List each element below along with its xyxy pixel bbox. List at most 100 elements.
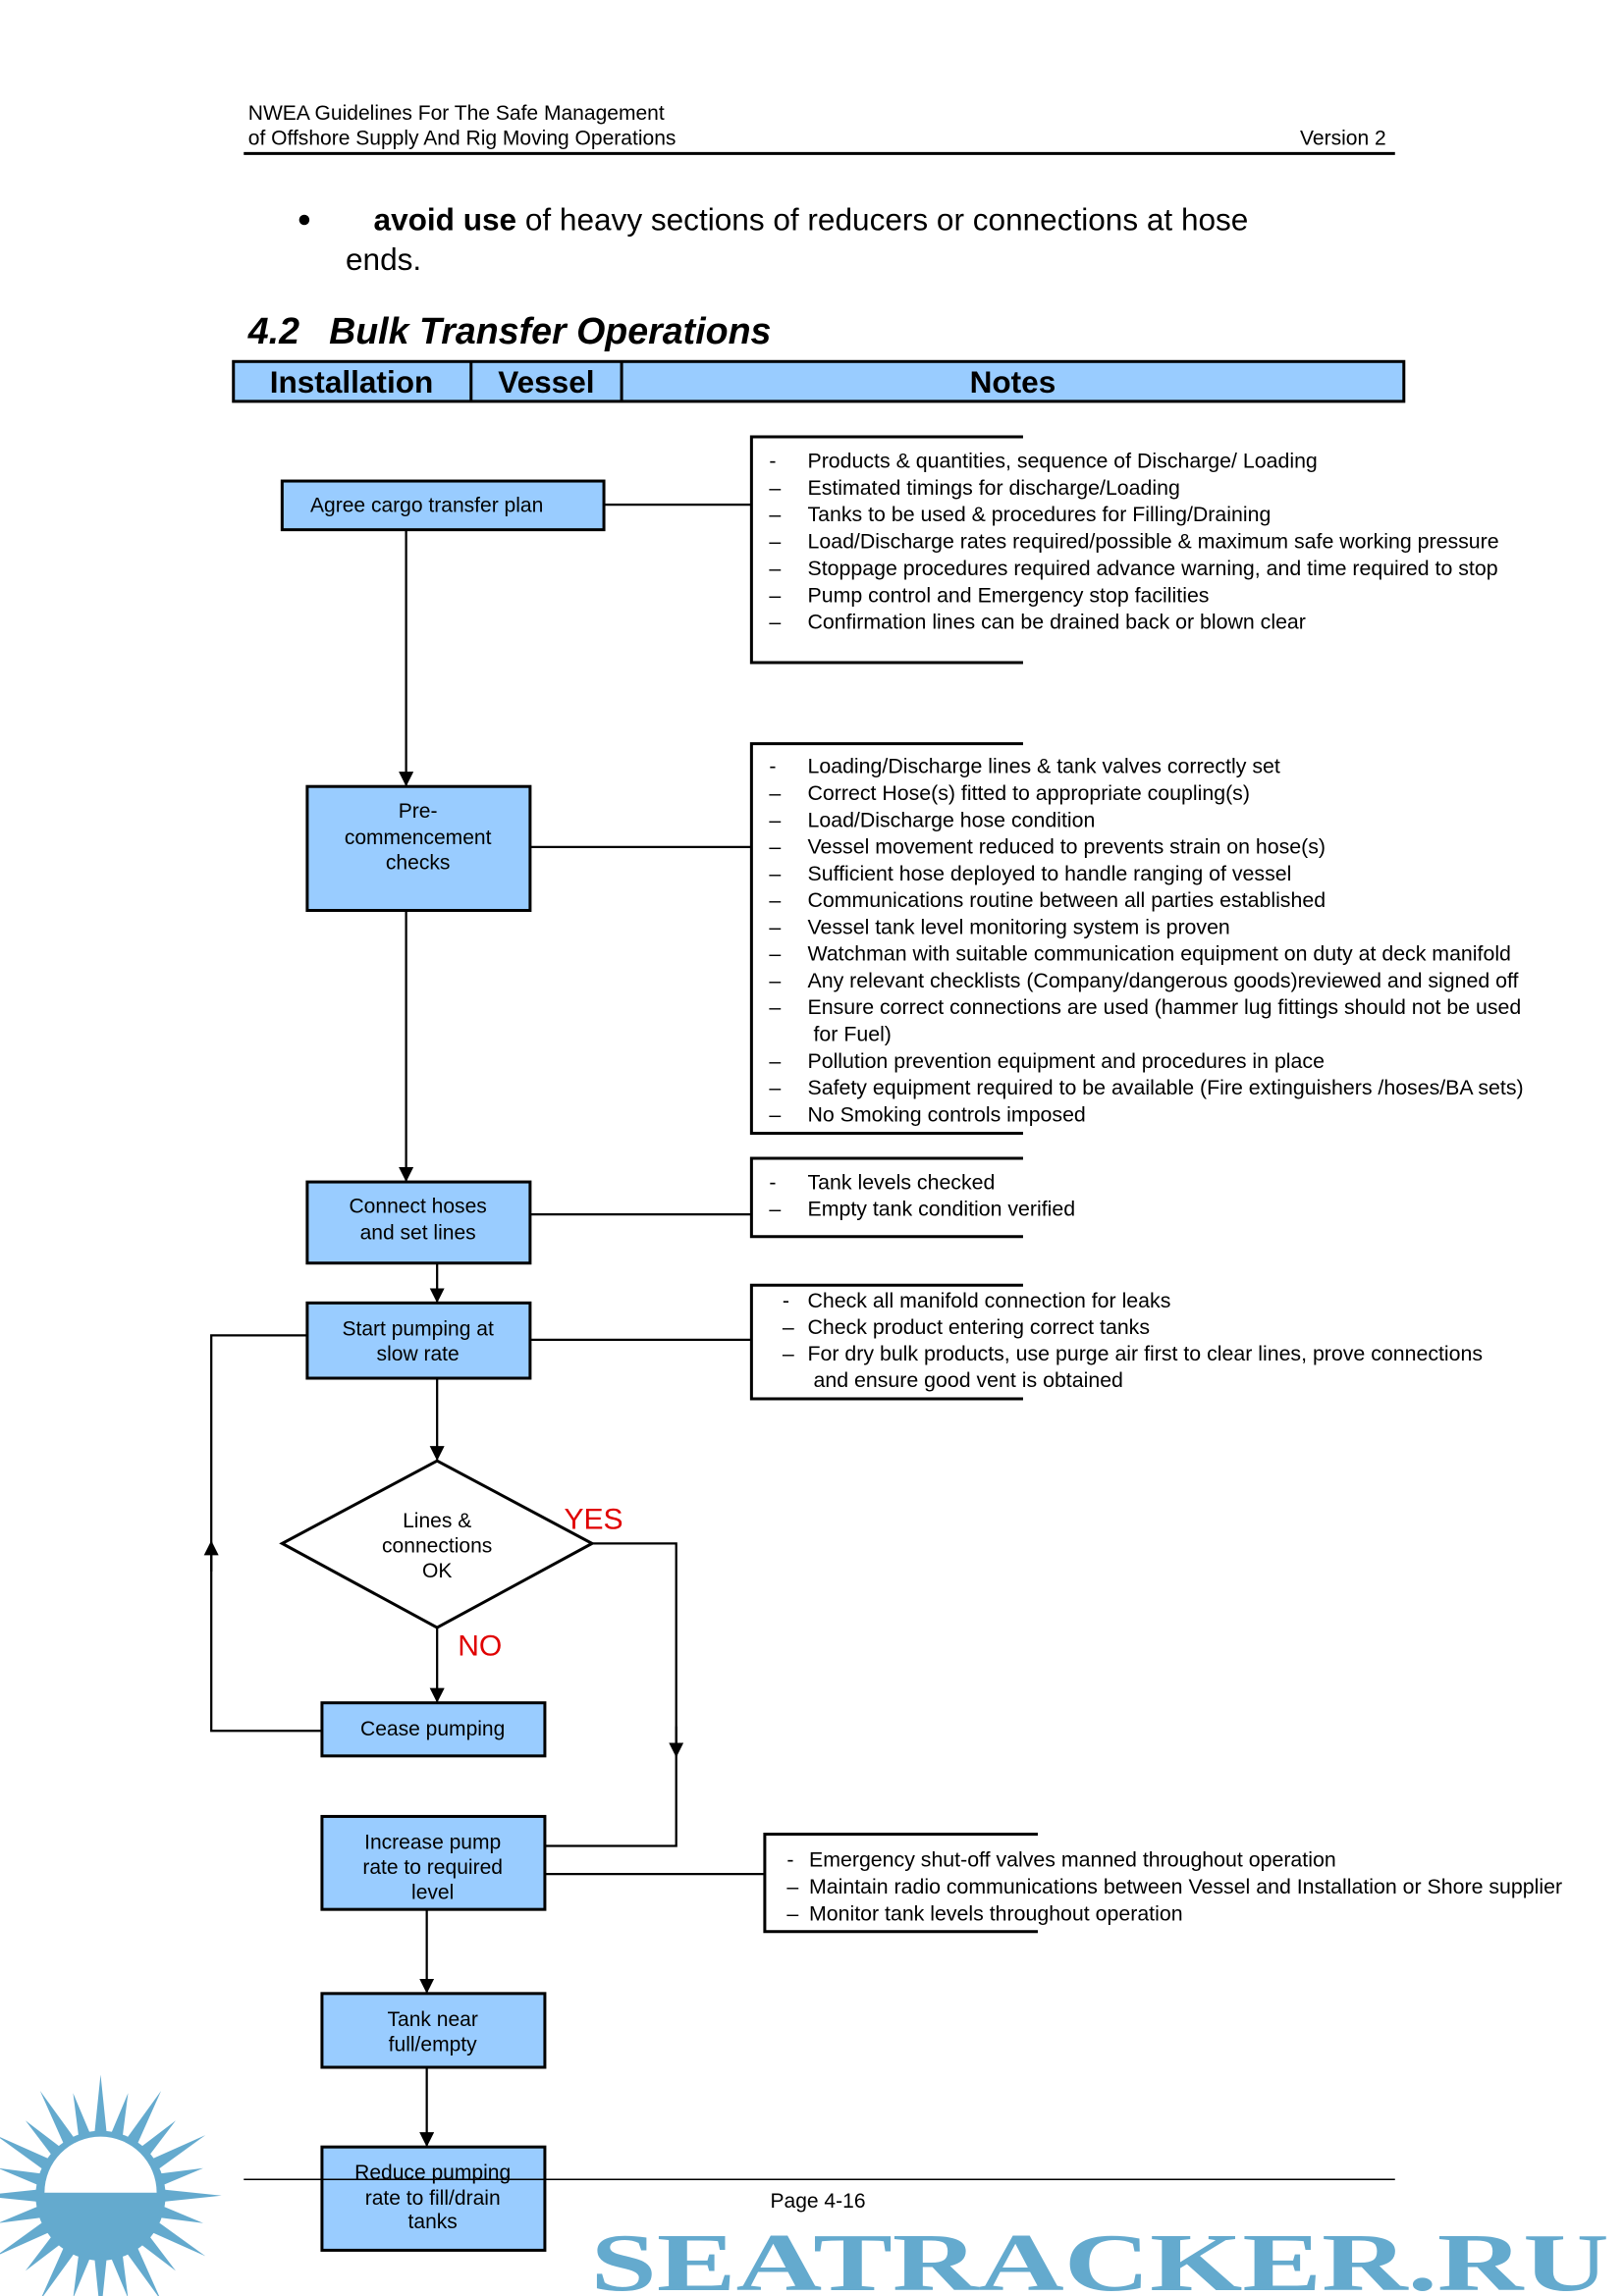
svg-text:and set lines: and set lines: [360, 1222, 476, 1245]
note-dash: –: [786, 1902, 798, 1926]
sun-ray: [147, 2135, 206, 2172]
svg-text:Increase pump: Increase pump: [364, 1832, 501, 1854]
step-increase-pump-rate: Increase pump rate to required level: [320, 1814, 547, 1911]
svg-text:Pre-: Pre-: [399, 800, 438, 823]
step-reduce-pumping: Reduce pumping rate to fill/drain tanks: [320, 2145, 547, 2252]
note-dash: –: [769, 995, 781, 1019]
note-dash: –: [769, 530, 781, 554]
bullet-text-cont: ends.: [346, 241, 421, 277]
note-item: Check product entering correct tanks: [807, 1315, 1150, 1339]
page-number: Page 4-16: [770, 2190, 865, 2213]
note-item: No Smoking controls imposed: [807, 1102, 1085, 1126]
step-cease-pumping: Cease pumping: [320, 1701, 547, 1758]
sun-ray: [0, 2137, 53, 2172]
svg-text:checks: checks: [386, 851, 450, 874]
note-item: Check all manifold connection for leaks: [807, 1289, 1170, 1312]
note-item: Load/Discharge hose condition: [807, 808, 1095, 831]
note-dash: –: [769, 969, 781, 992]
decision-lines-connections-ok: Lines & connections OK: [279, 1459, 596, 1629]
svg-text:Tank near: Tank near: [387, 2008, 477, 2031]
sun-logo-icon: [0, 2074, 222, 2296]
note-item: Sufficient hose deployed to handle rangi…: [807, 862, 1291, 885]
watermark: SEATRACKER.RU: [0, 2074, 1609, 2296]
note-item: Safety equipment required to be availabl…: [807, 1076, 1523, 1099]
note-dash: –: [769, 1076, 781, 1099]
note-item: Load/Discharge rates required/possible &…: [807, 530, 1498, 554]
step-tank-near-full-empty: Tank near full/empty: [320, 1992, 547, 2069]
note-dash: –: [769, 862, 781, 885]
note-dash: -: [783, 1289, 789, 1312]
sun-ray: [93, 2074, 108, 2138]
note-dash: –: [769, 1198, 781, 1221]
note-item: Empty tank condition verified: [807, 1198, 1075, 1221]
note-item: Stoppage procedures required advance war…: [807, 557, 1497, 580]
svg-text:rate to required: rate to required: [362, 1856, 503, 1879]
svg-text:level: level: [411, 1882, 454, 1904]
sun-ray: [137, 2120, 176, 2160]
sun-ray: [25, 2120, 64, 2160]
step-start-pumping: Start pumping at slow rate: [305, 1301, 532, 1380]
note-item: Estimated timings for discharge/Loading: [807, 476, 1179, 500]
sun-ray: [155, 2167, 203, 2187]
svg-text:OK: OK: [422, 1560, 452, 1582]
svg-text:tanks: tanks: [408, 2211, 458, 2233]
sun-ray: [147, 2218, 206, 2257]
note-dash: –: [769, 476, 781, 500]
no-label: NO: [458, 1630, 502, 1663]
watermark-text: SEATRACKER.RU: [591, 2217, 1609, 2296]
svg-text:Connect hoses: Connect hoses: [349, 1196, 486, 1218]
flow-connectors: [203, 503, 765, 2148]
notes-increase-rate: -Emergency shut-off valves manned throug…: [763, 1832, 1562, 1934]
yes-label: YES: [564, 1503, 623, 1535]
note-dash: –: [769, 915, 781, 938]
note-dash: –: [783, 1342, 794, 1365]
note-item: Tank levels checked: [807, 1171, 995, 1195]
sun-ray: [124, 2243, 160, 2296]
note-dash: -: [769, 755, 776, 778]
note-item: Monitor tank levels throughout operation: [809, 1902, 1183, 1926]
sun-ray: [39, 2091, 78, 2149]
sun-ray: [41, 2243, 78, 2296]
notes-cargo-plan: - Products & quantities, sequence of Disc…: [749, 435, 1499, 665]
note-item: Products & quantities, sequence of Disch…: [807, 450, 1317, 473]
bullet-text: avoid use of heavy sections of reducers …: [374, 202, 1249, 238]
sun-ray: [137, 2232, 176, 2271]
svg-text:Reduce pumping: Reduce pumping: [354, 2162, 511, 2184]
column-notes: Notes: [970, 364, 1056, 400]
svg-text:Lines &: Lines &: [403, 1510, 471, 1532]
sun-ray: [73, 2093, 92, 2141]
notes-connect-hoses: -Tank levels checked–Empty tank conditio…: [749, 1156, 1075, 1239]
svg-text:commencement: commencement: [345, 827, 492, 849]
note-item: Any relevant checklists (Company/dangero…: [807, 969, 1518, 992]
sun-ray: [25, 2232, 64, 2271]
note-item: Pump control and Emergency stop faciliti…: [807, 583, 1209, 607]
note-dash: –: [769, 942, 781, 966]
note-item: Vessel movement reduced to prevents stra…: [807, 835, 1326, 859]
note-dash: –: [769, 583, 781, 607]
note-dash: –: [769, 503, 781, 526]
notes-pre-commencement: -Loading/Discharge lines & tank valves c…: [749, 742, 1524, 1135]
note-dash: –: [769, 1102, 781, 1126]
sun-ray: [109, 2250, 129, 2296]
note-dash: –: [769, 1049, 781, 1073]
note-dash: -: [769, 450, 776, 473]
step-agree-cargo-plan: Agree cargo transfer plan: [280, 479, 606, 532]
note-item: Pollution prevention equipment and proce…: [807, 1049, 1324, 1073]
header-title-line1: NWEA Guidelines For The Safe Management: [248, 102, 665, 125]
svg-text:Start pumping at: Start pumping at: [342, 1317, 493, 1340]
step-connect-hoses: Connect hoses and set lines: [305, 1180, 532, 1265]
notes-start-pumping: -Check all manifold connection for leaks…: [749, 1283, 1483, 1401]
note-dash: –: [769, 888, 781, 912]
sun-ray: [0, 2218, 53, 2255]
svg-text:connections: connections: [382, 1534, 492, 1557]
note-item: Maintain radio communications between Ve…: [809, 1875, 1562, 1898]
svg-text:rate to fill/drain: rate to fill/drain: [365, 2187, 501, 2210]
sun-ray: [109, 2093, 129, 2141]
note-item: for Fuel): [814, 1023, 892, 1046]
note-item: Vessel tank level monitoring system is p…: [807, 915, 1229, 938]
column-installation: Installation: [270, 364, 434, 400]
note-dash: –: [783, 1315, 794, 1339]
note-item: Correct Hose(s) fitted to appropriate co…: [807, 781, 1249, 805]
note-dash: –: [769, 835, 781, 859]
